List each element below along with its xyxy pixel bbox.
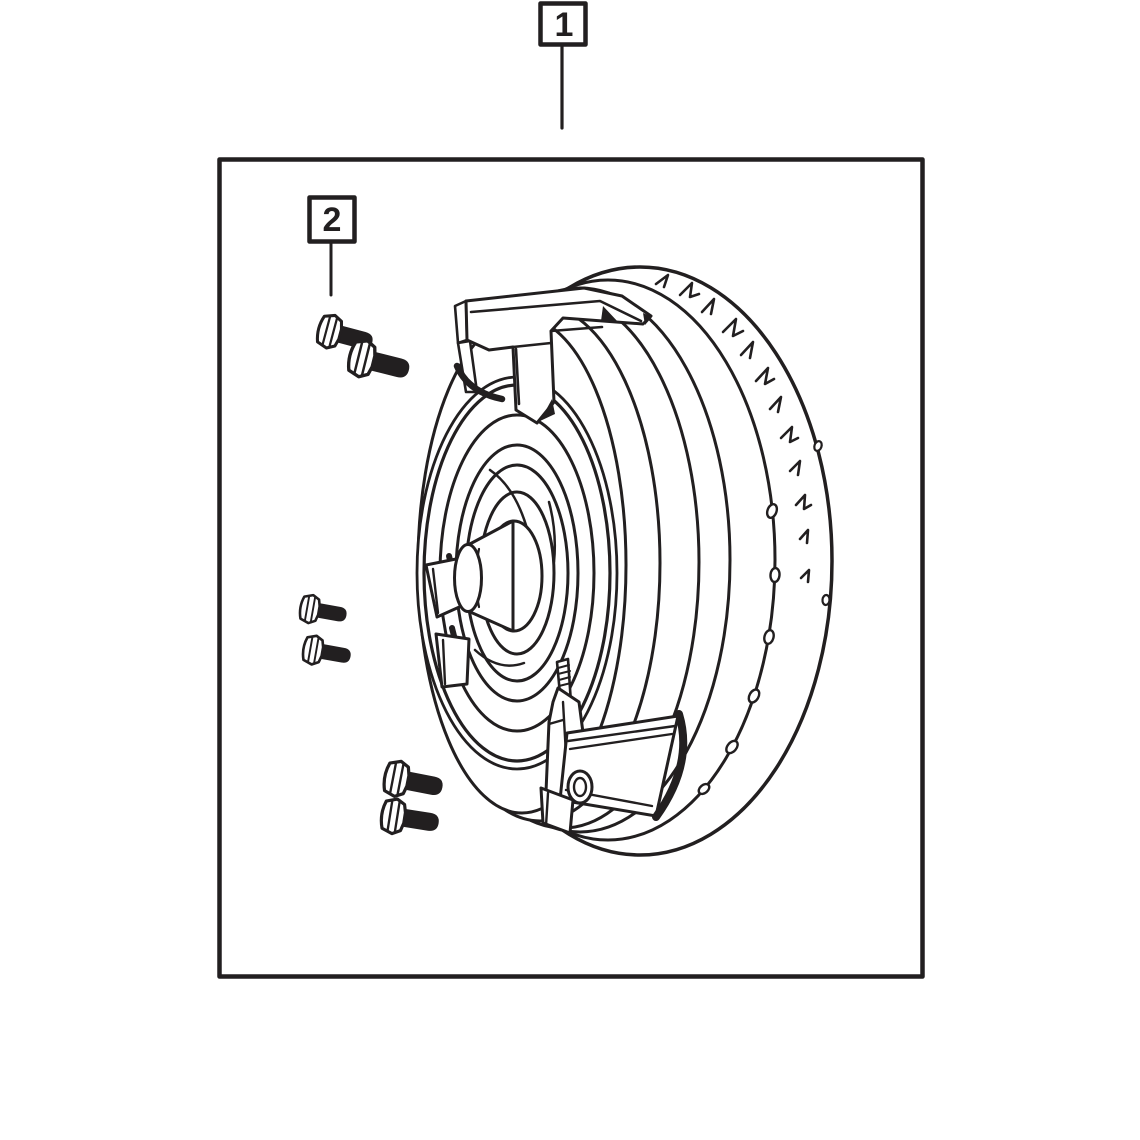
gear-ring-stud bbox=[725, 739, 739, 755]
gear-ring-stud bbox=[821, 593, 831, 607]
gear-ring-stud bbox=[769, 566, 781, 584]
lug-outline bbox=[464, 286, 653, 425]
lug-boss-bore bbox=[572, 776, 588, 798]
gear-ring-stud bbox=[747, 688, 761, 704]
gear-tooth-mark bbox=[768, 395, 783, 414]
lug-edge-line bbox=[511, 341, 553, 349]
bolt-illustration bbox=[296, 591, 351, 631]
callout-2-label: 2 bbox=[323, 201, 342, 239]
gear-tooth-mark bbox=[779, 425, 800, 444]
lug-spike-hatch bbox=[557, 664, 572, 687]
gear-tooth-mark bbox=[700, 297, 716, 316]
callout-2[interactable]: 2 bbox=[307, 195, 357, 297]
lug-shadow-wedge bbox=[601, 306, 619, 323]
lug-edge-line bbox=[514, 347, 521, 406]
callout-2-box bbox=[307, 195, 357, 244]
lug-leg-tip bbox=[540, 399, 555, 421]
gear-tooth-mark bbox=[799, 568, 811, 584]
top-mounting-lug bbox=[453, 286, 653, 425]
rim-tab-facet bbox=[441, 638, 447, 686]
bolt-illustration bbox=[379, 757, 448, 807]
diagram-panel-border bbox=[217, 157, 925, 979]
gear-tooth-mark bbox=[794, 493, 813, 511]
rim-tab-facet bbox=[431, 567, 440, 615]
front-face-vane bbox=[473, 648, 526, 667]
lug-arm-heavy-edge bbox=[652, 710, 688, 821]
gear-tooth-mark bbox=[654, 273, 670, 289]
lug-tip-shadow bbox=[643, 313, 652, 325]
gear-tooth-mark bbox=[739, 340, 755, 360]
rim-shadow-arc bbox=[453, 362, 506, 403]
front-face-vane bbox=[547, 500, 557, 564]
bolt-illustration bbox=[299, 632, 355, 673]
hub-pilot-cap bbox=[453, 543, 483, 613]
callout-1-label: 1 bbox=[555, 6, 574, 44]
gear-ring-stud bbox=[813, 440, 823, 452]
bottom-mounting-lug bbox=[539, 657, 688, 835]
gear-tooth-mark bbox=[678, 281, 701, 299]
callout-1[interactable]: 1 bbox=[538, 1, 588, 130]
lug-foot bbox=[539, 786, 575, 835]
rim-tab bbox=[434, 632, 471, 689]
lug-arm-line bbox=[568, 732, 674, 751]
lug-edge-line bbox=[549, 325, 604, 333]
gear-ring-stud bbox=[697, 782, 711, 796]
lug-edge-line bbox=[469, 299, 643, 323]
bolt-illustration bbox=[377, 795, 443, 843]
lug-arm-line bbox=[566, 724, 677, 743]
gear-ring-stud bbox=[765, 503, 779, 519]
lug-boss bbox=[566, 769, 594, 805]
gear-tooth-mark bbox=[788, 459, 802, 477]
callout-1-box bbox=[538, 1, 588, 47]
gear-ring-stud bbox=[763, 628, 775, 646]
gear-ring-teeth bbox=[654, 273, 831, 796]
torque-converter-illustration bbox=[415, 265, 834, 857]
bolt-illustration bbox=[343, 335, 416, 390]
gear-tooth-mark bbox=[754, 366, 776, 386]
lug-plate-line bbox=[547, 718, 565, 726]
gear-tooth-mark bbox=[721, 317, 745, 338]
lug-foot-line bbox=[544, 791, 550, 828]
gear-tooth-mark bbox=[798, 528, 810, 545]
converter-hub bbox=[453, 519, 544, 633]
